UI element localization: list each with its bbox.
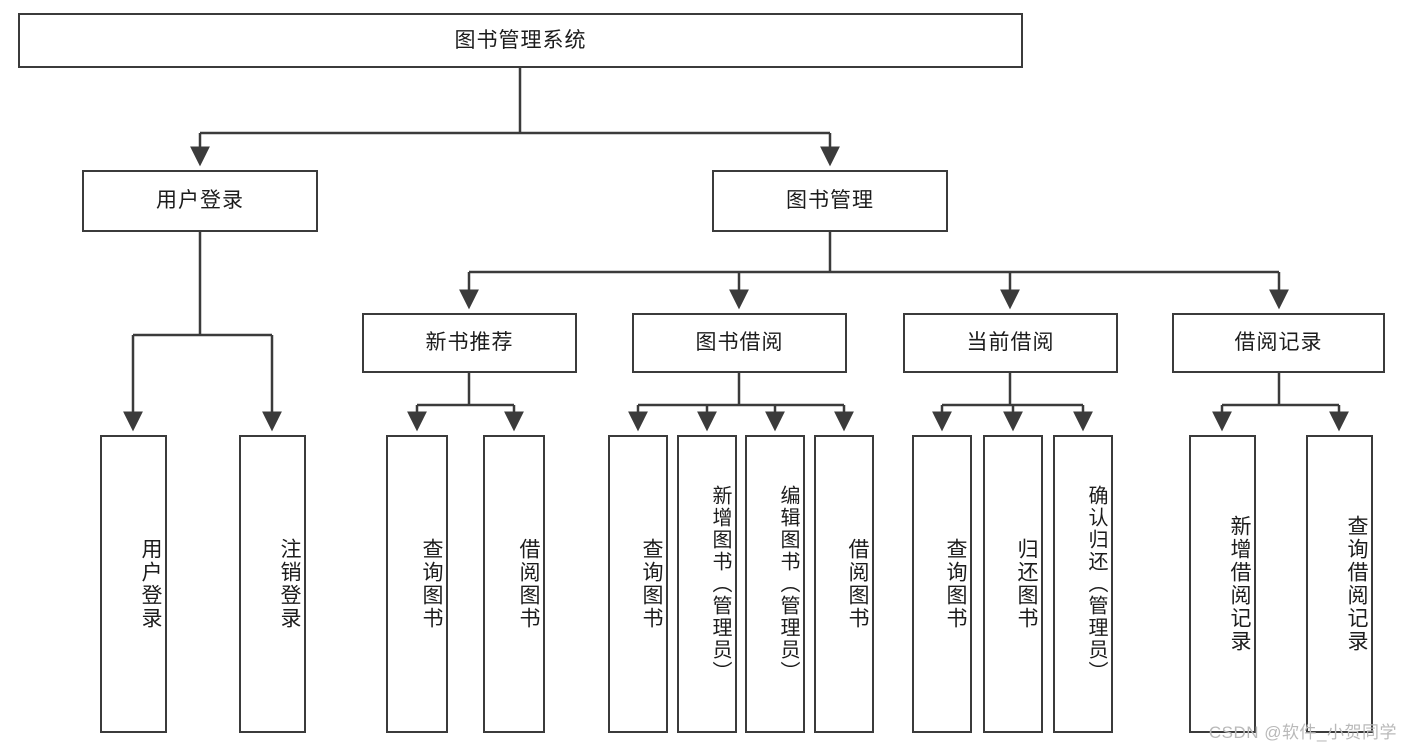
node-leaf-return-book-label: 归还图书 bbox=[1015, 538, 1038, 630]
node-root-label: 图书管理系统 bbox=[454, 28, 587, 52]
node-leaf-user-logout-label: 注销登录 bbox=[278, 538, 301, 630]
node-leaf-query-book-3-label: 查询图书 bbox=[944, 538, 967, 630]
csdn-watermark: CSDN @软件_小贺同学 bbox=[1208, 723, 1397, 742]
node-book-manage[interactable]: 图书管理 bbox=[712, 170, 948, 232]
node-new-book-recommend[interactable]: 新书推荐 bbox=[362, 313, 577, 373]
node-leaf-add-record[interactable]: 新增借阅记录 bbox=[1189, 435, 1256, 733]
node-user-login-label: 用户登录 bbox=[156, 189, 244, 213]
node-root[interactable]: 图书管理系统 bbox=[18, 13, 1023, 68]
node-leaf-borrow-book-2-label: 借阅图书 bbox=[846, 538, 869, 630]
node-leaf-return-book[interactable]: 归还图书 bbox=[983, 435, 1043, 733]
node-borrow-record-label: 借阅记录 bbox=[1234, 331, 1323, 355]
node-book-borrow-label: 图书借阅 bbox=[695, 331, 784, 355]
node-leaf-query-record-label: 查询借阅记录 bbox=[1345, 515, 1368, 653]
node-leaf-confirm-return[interactable]: 确认归还（管理员） bbox=[1053, 435, 1113, 733]
node-leaf-add-book[interactable]: 新增图书（管理员） bbox=[677, 435, 737, 733]
node-leaf-query-book-2-label: 查询图书 bbox=[640, 538, 663, 630]
node-leaf-query-record[interactable]: 查询借阅记录 bbox=[1306, 435, 1373, 733]
node-leaf-user-login[interactable]: 用户登录 bbox=[100, 435, 167, 733]
node-leaf-add-record-label: 新增借阅记录 bbox=[1228, 515, 1251, 653]
node-leaf-query-book-1[interactable]: 查询图书 bbox=[386, 435, 448, 733]
node-current-borrow-label: 当前借阅 bbox=[966, 331, 1055, 355]
node-leaf-borrow-book-2[interactable]: 借阅图书 bbox=[814, 435, 874, 733]
node-current-borrow[interactable]: 当前借阅 bbox=[903, 313, 1118, 373]
node-leaf-query-book-2[interactable]: 查询图书 bbox=[608, 435, 668, 733]
node-book-manage-label: 图书管理 bbox=[786, 189, 874, 213]
node-leaf-borrow-book-1-label: 借阅图书 bbox=[517, 538, 540, 630]
node-user-login[interactable]: 用户登录 bbox=[82, 170, 318, 232]
node-new-book-recommend-label: 新书推荐 bbox=[425, 331, 514, 355]
node-leaf-add-book-label: 新增图书（管理员） bbox=[709, 485, 731, 683]
node-leaf-user-logout[interactable]: 注销登录 bbox=[239, 435, 306, 733]
node-leaf-edit-book[interactable]: 编辑图书（管理员） bbox=[745, 435, 805, 733]
node-book-borrow[interactable]: 图书借阅 bbox=[632, 313, 847, 373]
node-leaf-query-book-1-label: 查询图书 bbox=[420, 538, 443, 630]
node-leaf-edit-book-label: 编辑图书（管理员） bbox=[777, 485, 799, 683]
node-leaf-confirm-return-label: 确认归还（管理员） bbox=[1085, 485, 1107, 683]
node-leaf-borrow-book-1[interactable]: 借阅图书 bbox=[483, 435, 545, 733]
node-leaf-user-login-label: 用户登录 bbox=[139, 538, 162, 630]
node-borrow-record[interactable]: 借阅记录 bbox=[1172, 313, 1385, 373]
node-leaf-query-book-3[interactable]: 查询图书 bbox=[912, 435, 972, 733]
